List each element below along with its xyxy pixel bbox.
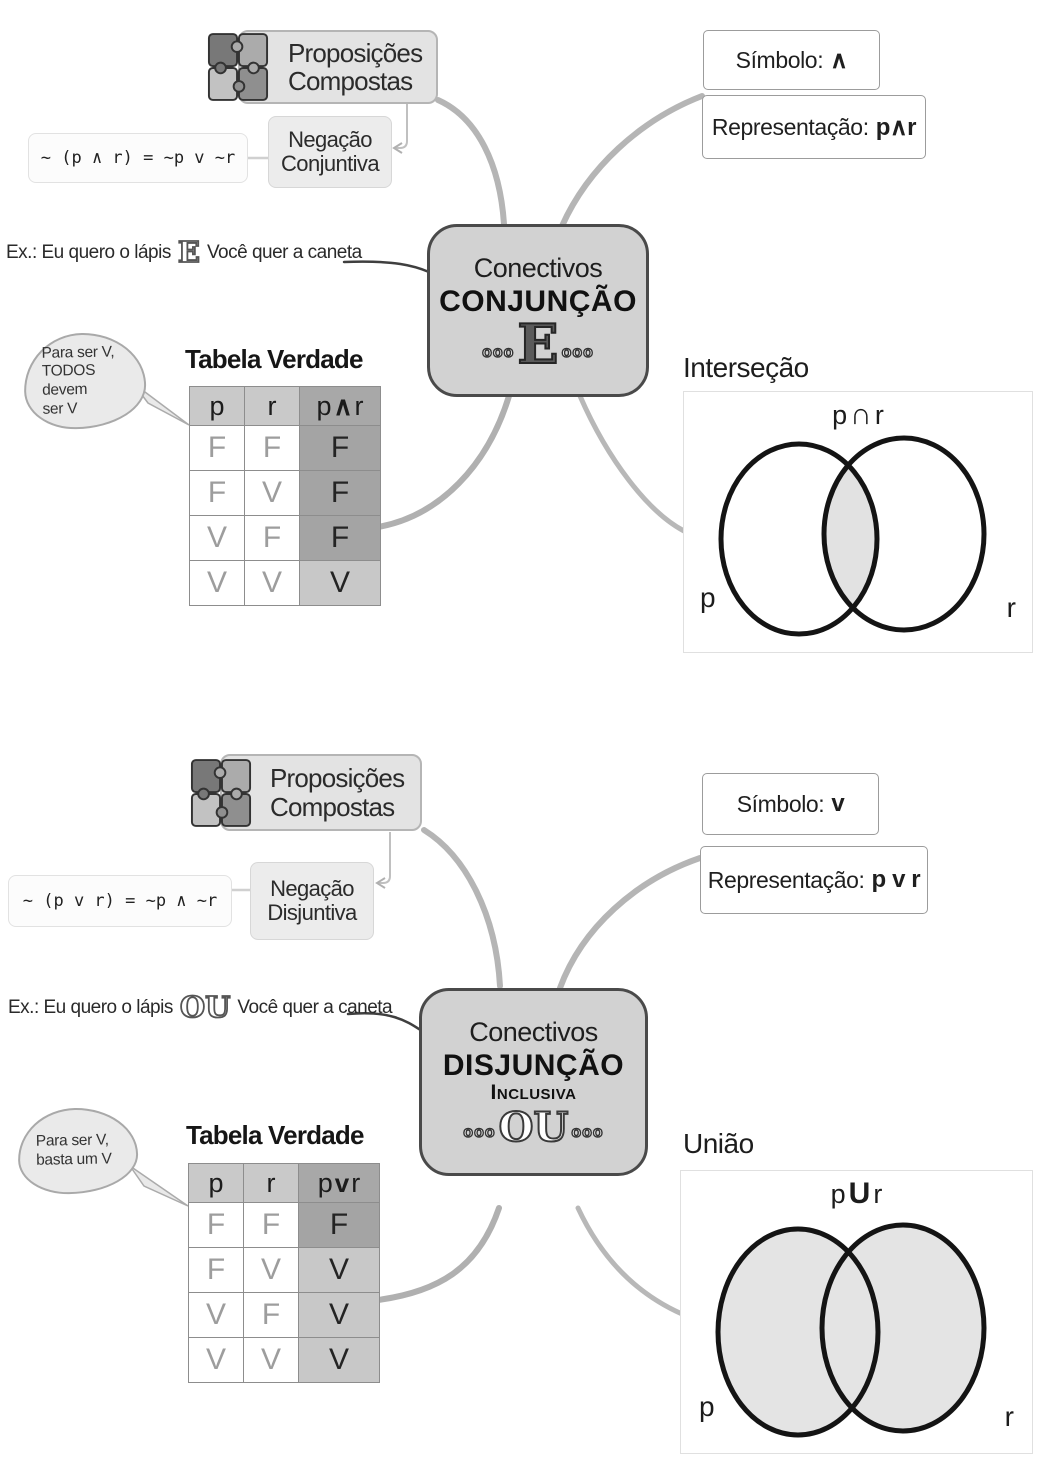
dots-right: ooo xyxy=(561,343,594,361)
venn-left-set-label: p xyxy=(700,582,716,613)
node-big-letter: OU xyxy=(498,1103,570,1151)
col-header-result: pvr xyxy=(298,1163,380,1203)
node-name: CONJUNÇÃO xyxy=(439,285,637,319)
dots-left: ooo xyxy=(463,1123,496,1141)
venn-title-uniao: União xyxy=(683,1128,754,1159)
truth-table-title: Tabela Verdade xyxy=(186,1120,364,1150)
cloud-line: TODOS devem xyxy=(41,362,96,399)
col-header-r: r xyxy=(244,386,300,426)
proposicoes-line2: Compostas xyxy=(270,791,395,822)
negacao-disjuntiva-formula: ~ (p v r) = ~p ∧ ~r xyxy=(8,875,232,927)
representacao-value: p v r xyxy=(871,866,921,893)
proposicoes-line1: Proposições xyxy=(270,763,405,794)
negacao-conjuntiva-formula: ~ (p ∧ r) = ~p v ~r xyxy=(28,133,248,183)
venn-right-set-label: r xyxy=(1006,592,1016,623)
simbolo-box-disjuncao: Símbolo: v xyxy=(702,773,879,835)
node-title: Conectivos xyxy=(469,1016,598,1047)
simbolo-value: ∧ xyxy=(830,46,848,74)
cloud-line: Para ser V, xyxy=(35,1131,109,1151)
node-subname: Inclusiva xyxy=(490,1080,577,1104)
truth-table-title: Tabela Verdade xyxy=(185,344,363,374)
puzzle-icon xyxy=(207,33,269,101)
example-sentence-disjuncao: Ex.: Eu quero o lápis OU Você quer a can… xyxy=(8,990,393,1024)
representacao-label: Representação: xyxy=(707,866,865,893)
negacao-line2: Conjuntiva xyxy=(281,151,380,176)
representacao-label: Representação: xyxy=(711,113,869,140)
venn-circles-intersection xyxy=(718,435,987,637)
negacao-line2: Disjuntiva xyxy=(267,900,357,925)
example-connective: OU xyxy=(179,990,231,1024)
cloud-line: Para ser V, xyxy=(41,343,115,362)
proposicoes-compostas-box: Proposições Compostas xyxy=(220,754,422,831)
node-title: Conectivos xyxy=(473,253,603,284)
puzzle-icon xyxy=(190,759,252,827)
example-suffix: Você quer a caneta xyxy=(237,996,393,1018)
cloud-line: ser V xyxy=(42,399,78,418)
node-big-letter: E xyxy=(516,312,559,377)
venn-title-intersecao: Interseção xyxy=(683,352,809,383)
col-header-p: p xyxy=(188,1163,244,1203)
example-suffix: Você quer a caneta xyxy=(206,241,362,263)
venn-right-set-label: r xyxy=(1004,1401,1014,1432)
venn-diagram-intersecao: p∩r p r xyxy=(683,391,1033,653)
example-prefix: Ex.: Eu quero o lápis xyxy=(6,241,171,263)
simbolo-label: Símbolo: xyxy=(735,46,824,73)
dots-left: ooo xyxy=(481,343,515,361)
col-header-p: p xyxy=(189,386,245,426)
negacao-conjuntiva-box: Negação Conjuntiva xyxy=(268,116,392,188)
node-big-letter-row: ooo E ooo xyxy=(481,312,594,377)
node-name: DISJUNÇÃO xyxy=(442,1048,625,1082)
central-node-conjuncao: Conectivos CONJUNÇÃO ooo E ooo xyxy=(427,224,649,397)
central-node-disjuncao: Conectivos DISJUNÇÃO Inclusiva ooo OU oo… xyxy=(419,988,648,1176)
proposicoes-line1: Proposições xyxy=(288,37,423,68)
negacao-line1: Negação xyxy=(270,875,354,901)
representacao-box-conjuncao: Representação: p∧r xyxy=(702,95,926,159)
cloud-note-conjuncao: Para ser V, TODOS devem ser V xyxy=(23,331,147,431)
representacao-box-disjuncao: Representação: p v r xyxy=(700,846,928,914)
simbolo-value: v xyxy=(831,790,845,817)
simbolo-box-conjuncao: Símbolo: ∧ xyxy=(703,30,880,90)
dots-right: ooo xyxy=(571,1123,604,1141)
venn-left-set-label: p xyxy=(699,1391,715,1422)
representacao-value: p∧r xyxy=(875,113,917,141)
example-prefix: Ex.: Eu quero o lápis xyxy=(8,996,173,1018)
col-header-result: p∧r xyxy=(299,386,381,426)
col-header-r: r xyxy=(243,1163,299,1203)
example-connective: E xyxy=(177,235,201,269)
simbolo-label: Símbolo: xyxy=(736,790,825,817)
negacao-line1: Negação xyxy=(288,126,372,152)
cloud-line: basta um V xyxy=(36,1150,112,1169)
venn-circles-union xyxy=(715,1222,987,1438)
example-sentence-conjuncao: Ex.: Eu quero o lápis E Você quer a cane… xyxy=(6,235,362,269)
proposicoes-compostas-box: Proposições Compostas xyxy=(238,30,438,104)
proposicoes-line2: Compostas xyxy=(288,66,413,96)
venn-set-label: p∩r xyxy=(832,398,884,431)
negacao-disjuntiva-box: Negação Disjuntiva xyxy=(250,862,374,940)
node-big-letter-row: ooo OU ooo xyxy=(463,1103,604,1151)
